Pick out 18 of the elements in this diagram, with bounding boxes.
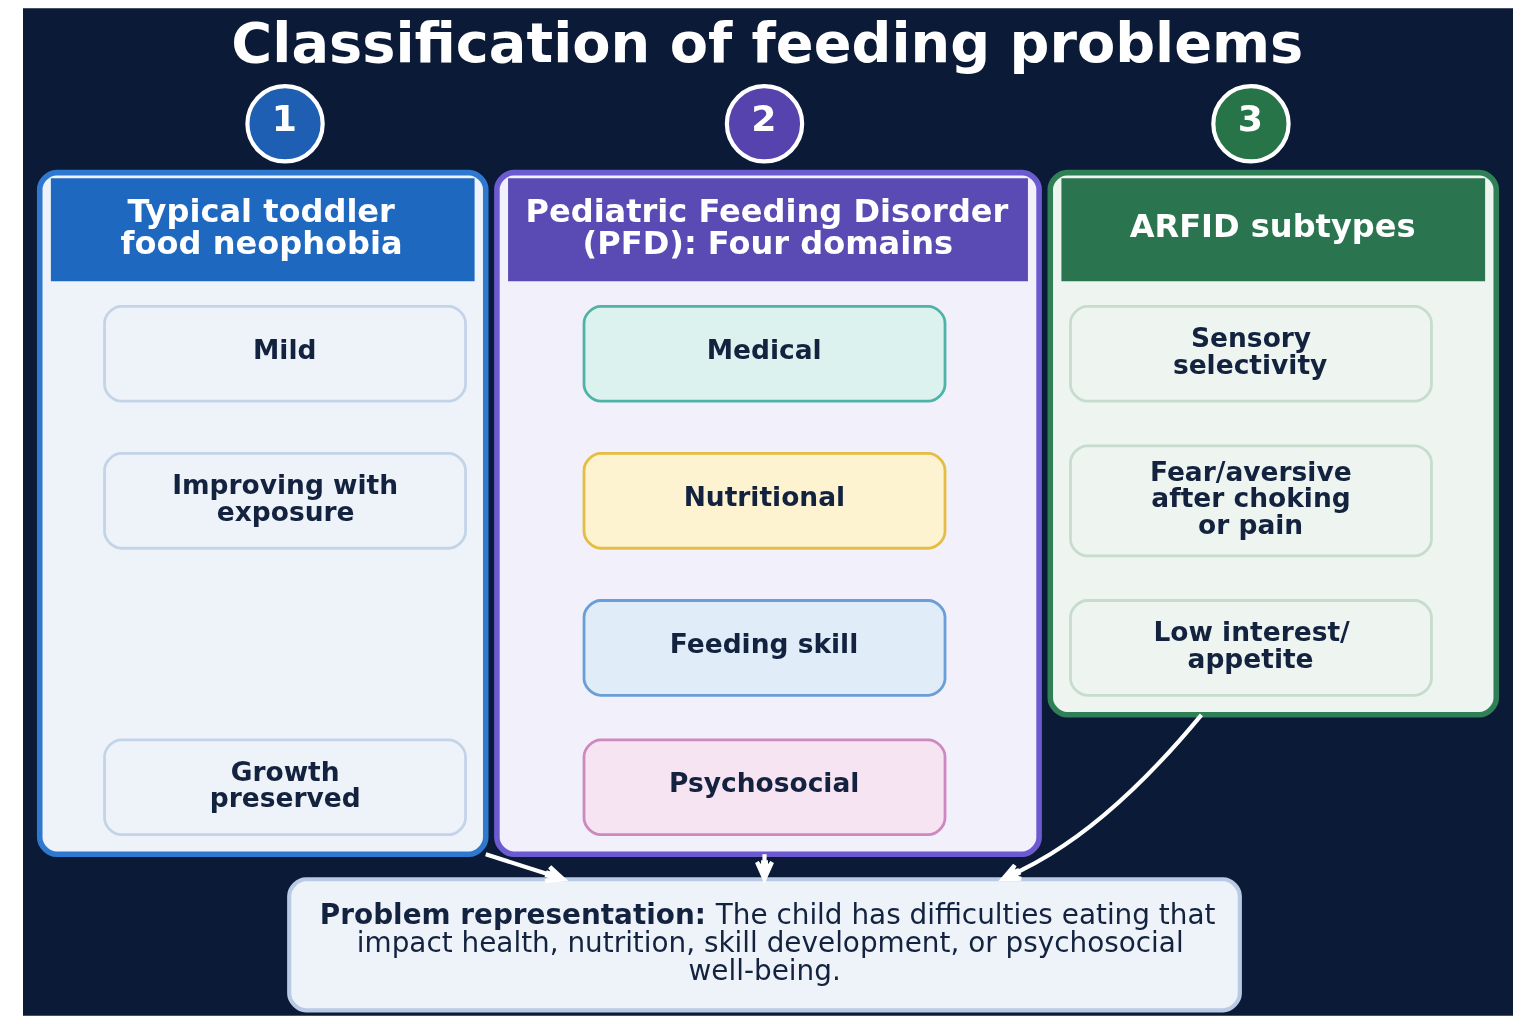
arrow	[754, 854, 775, 882]
node-circle: 3	[1211, 84, 1291, 164]
node-box: Feeding skill	[582, 599, 947, 697]
arrow	[485, 852, 566, 884]
arrow	[1000, 713, 1204, 882]
node-box: Growth preserved	[103, 738, 467, 837]
node-box: Nutritional	[582, 452, 947, 550]
node-box: Sensory selectivity	[1069, 305, 1433, 403]
node-box: Psychosocial	[582, 738, 947, 837]
node-box: Fear/aversive after choking or pain	[1069, 444, 1433, 558]
node-box: Low interest/ appetite	[1069, 599, 1433, 697]
node-box: Medical	[582, 305, 947, 403]
node-circle: 2	[724, 84, 805, 164]
diagram-title: Classification of feeding problems	[231, 10, 1304, 76]
node-circle: 1	[245, 84, 325, 164]
node-box: Mild	[103, 305, 467, 403]
node-box: Improving with exposure	[103, 452, 467, 550]
node-box: Problem representation: The child has difficulties eating that impact health, nutrition, skill development, or psychosocial well-being.	[287, 877, 1242, 1013]
